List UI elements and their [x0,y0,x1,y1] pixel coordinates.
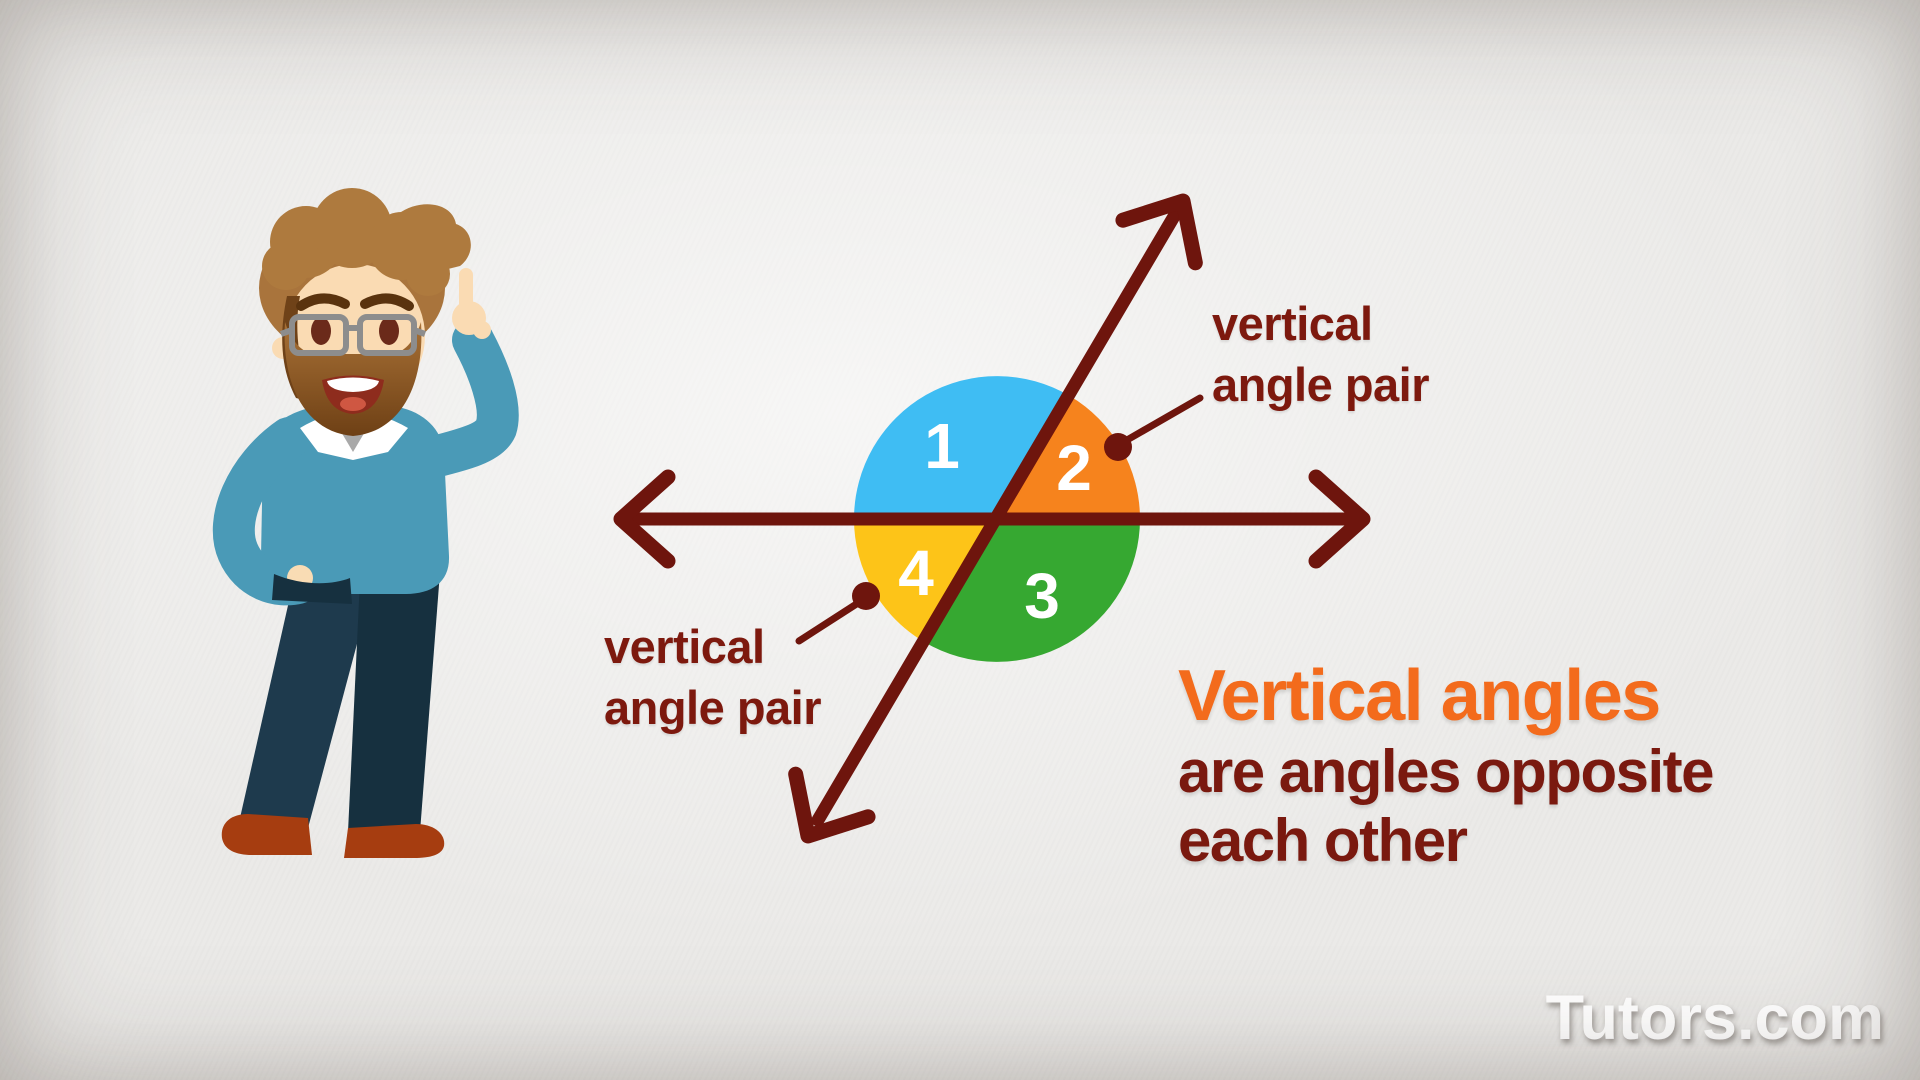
leader-dot-angle2 [1104,433,1132,461]
pair-label-angle4-line1: vertical [604,620,765,673]
caption-line2: are angles opposite [1178,738,1715,805]
character-left-leg [240,570,374,828]
definition-caption: Vertical angles are angles opposite each… [1178,655,1715,875]
character-teeth [327,377,379,392]
diagonal-line [811,206,1183,827]
character-right-arm [393,319,519,483]
pair-label-angle4: vertical angle pair [604,616,822,738]
character-tongue [340,397,366,411]
arrowhead-right [1308,469,1371,569]
angle-sector-2 [997,395,1140,519]
angle-sector-4 [854,519,997,643]
angle-number-3: 3 [1024,560,1060,632]
angle-number-1: 1 [924,410,960,482]
pair-label-angle2-line2: angle pair [1212,358,1430,411]
character-right-eyebrow [360,293,414,311]
character-right-leg [348,572,440,832]
character-collar-tie [340,430,366,452]
character-right-eye [379,317,399,345]
brand-watermark: Tutors.com [1545,983,1884,1053]
character-left-eyebrow [296,293,350,311]
caption-title: Vertical angles [1178,656,1661,736]
leader-line-angle4 [795,599,862,645]
pair-label-angle2-line1: vertical [1212,297,1373,350]
character-hair-curls [262,188,471,296]
tutor-character [212,188,519,858]
character-pocket [272,574,352,604]
vertical-angles-diagram: 1 2 3 4 [613,193,1371,844]
arrowhead-left [613,469,676,569]
angle-number-2: 2 [1056,432,1092,504]
glasses-icon [279,314,427,356]
character-left-shoe [221,814,312,855]
pair-label-angle4-line2: angle pair [604,681,822,734]
character-pointing-finger [459,268,473,322]
character-thumb [473,321,491,339]
angle-number-4: 4 [898,537,934,609]
caption-line3: each other [1178,807,1468,874]
arrowhead-up [1115,193,1203,271]
leader-dot-angle4 [852,582,880,610]
arrowhead-down [788,766,876,844]
character-right-shoe [344,824,445,858]
leader-line-angle2 [1123,394,1204,444]
pair-label-angle2: vertical angle pair [1212,293,1430,415]
character-left-eye [311,317,331,345]
